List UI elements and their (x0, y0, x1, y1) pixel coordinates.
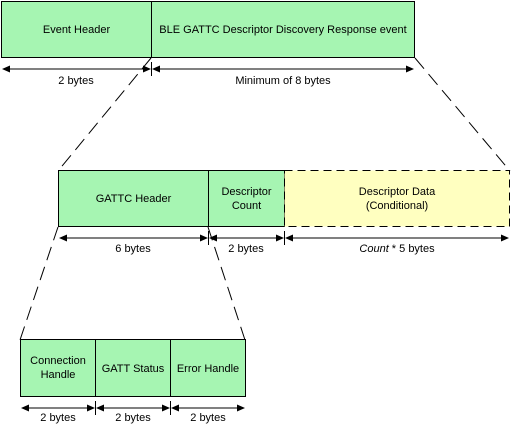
connection-handle-label-line2: Handle (41, 369, 76, 381)
dim-event-body-label: Minimum of 8 bytes (235, 75, 331, 87)
dim-event-header-label: 2 bytes (58, 75, 94, 87)
dim-descriptor-data-label: Count * 5 bytes (359, 243, 435, 255)
gattc-header-box (58, 170, 209, 227)
expand-line-left-2 (19, 226, 59, 341)
dim-count-word: Count (359, 243, 389, 255)
event-body-box (151, 1, 415, 58)
dim-connection-handle-label: 2 bytes (40, 412, 76, 424)
connection-handle-box (20, 339, 96, 397)
event-header-box (1, 1, 152, 58)
expand-line-left-1 (57, 57, 152, 172)
row-gattc-header-fields: Connection Handle GATT Status Error Hand… (20, 339, 246, 424)
gatt-status-box (95, 339, 171, 397)
error-handle-label: Error Handle (177, 363, 239, 375)
descriptor-data-label-line2: (Conditional) (366, 200, 428, 212)
gatt-status-label: GATT Status (102, 363, 165, 375)
dim-count-rest: * 5 bytes (389, 243, 435, 255)
row-event: Event Header BLE GATTC Descriptor Discov… (1, 1, 415, 87)
dim-gattc-header-label: 6 bytes (115, 243, 151, 255)
event-header-label: Event Header (43, 24, 111, 36)
gattc-header-label: GATTC Header (96, 193, 172, 205)
error-handle-box (170, 339, 246, 397)
event-name-label: BLE GATTC Descriptor Discovery Response … (159, 24, 406, 36)
connection-handle-label-line1: Connection (30, 355, 86, 367)
dim-gatt-status-label: 2 bytes (115, 412, 151, 424)
dim-descriptor-count-label: 2 bytes (228, 243, 264, 255)
row-gattc: GATTC Header Descriptor Count Descriptor… (58, 170, 510, 255)
descriptor-data-box (284, 170, 510, 227)
descriptor-count-label-line2: Count (232, 200, 261, 212)
expand-line-right-1 (414, 57, 511, 172)
dim-error-handle-label: 2 bytes (190, 412, 226, 424)
descriptor-count-label-line1: Descriptor (221, 186, 271, 198)
descriptor-data-label-line1: Descriptor Data (359, 186, 436, 198)
descriptor-count-box (208, 170, 285, 227)
